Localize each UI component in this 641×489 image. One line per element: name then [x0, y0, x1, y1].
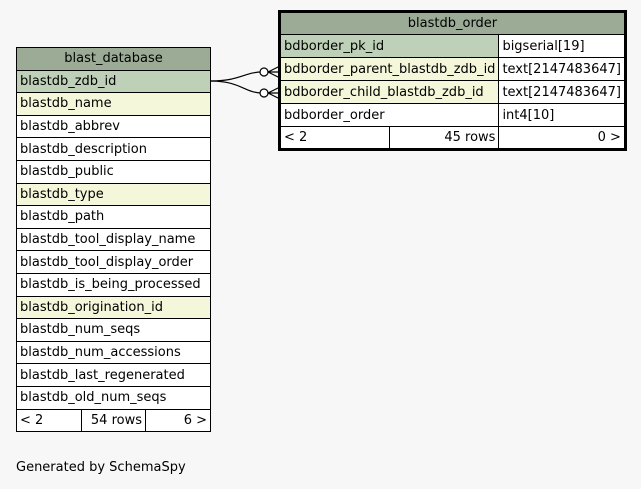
generated-by-label: Generated by SchemaSpy [16, 460, 186, 475]
row-count: 45 rows [389, 126, 500, 150]
table-row[interactable]: blastdb_is_being_processed [16, 272, 211, 297]
column-name[interactable]: blastdb_old_num_seqs [16, 385, 211, 410]
relationship-line-parent [210, 71, 263, 82]
column-name[interactable]: bdborder_child_blastdb_zdb_id [278, 80, 500, 104]
column-name[interactable]: blastdb_public [16, 159, 211, 184]
column-name[interactable]: blastdb_name [16, 92, 211, 116]
table-row[interactable]: blastdb_num_seqs [16, 318, 211, 342]
optional-circle-icon [259, 88, 269, 98]
table-row[interactable]: blastdb_description [16, 137, 211, 161]
column-name[interactable]: blastdb_tool_display_order [16, 250, 211, 274]
row-count: 54 rows [81, 408, 146, 433]
column-type: int4[10] [498, 103, 626, 127]
table-row[interactable]: blastdb_tool_display_name [16, 227, 211, 252]
parents-link[interactable]: < 2 [16, 408, 82, 433]
relationship-line-child [210, 80, 263, 94]
table-row[interactable]: blastdb_origination_id [16, 295, 211, 320]
column-type: text[2147483647] [498, 57, 626, 81]
column-name[interactable]: blastdb_description [16, 137, 211, 161]
children-link[interactable]: 6 > [145, 408, 211, 433]
column-name[interactable]: blastdb_type [16, 182, 211, 207]
table-row[interactable]: blastdb_name [16, 92, 211, 116]
column-name[interactable]: blastdb_tool_display_name [16, 227, 211, 252]
column-name[interactable]: blastdb_last_regenerated [16, 363, 211, 387]
column-name[interactable]: bdborder_parent_blastdb_zdb_id [278, 57, 500, 81]
column-name[interactable]: blastdb_zdb_id [16, 69, 211, 94]
table-row[interactable]: blastdb_public [16, 159, 211, 184]
parents-link[interactable]: < 2 [278, 126, 391, 150]
table-title[interactable]: blast_database [16, 47, 211, 71]
column-name[interactable]: bdborder_pk_id [278, 34, 500, 58]
table-row[interactable]: blastdb_type [16, 182, 211, 207]
table-row[interactable]: blastdb_zdb_id [16, 69, 211, 94]
table-row[interactable]: blastdb_tool_display_order [16, 250, 211, 274]
column-name[interactable]: blastdb_num_seqs [16, 318, 211, 342]
column-type: text[2147483647] [498, 80, 626, 104]
column-name[interactable]: blastdb_is_being_processed [16, 272, 211, 297]
table-row[interactable]: blastdb_num_accessions [16, 340, 211, 365]
column-type: bigserial[19] [498, 34, 626, 58]
table-row[interactable]: blastdb_path [16, 205, 211, 229]
table-title[interactable]: blastdb_order [279, 11, 626, 35]
optional-circle-icon [259, 67, 269, 77]
column-name[interactable]: blastdb_num_accessions [16, 340, 211, 365]
table-row[interactable]: blastdb_last_regenerated [16, 363, 211, 387]
column-name[interactable]: blastdb_origination_id [16, 295, 211, 320]
column-name[interactable]: blastdb_abbrev [16, 114, 211, 139]
column-name[interactable]: blastdb_path [16, 205, 211, 229]
children-link[interactable]: 0 > [498, 126, 626, 150]
column-name[interactable]: bdborder_order [278, 103, 500, 127]
table-row[interactable]: blastdb_old_num_seqs [16, 385, 211, 410]
table-row[interactable]: blastdb_abbrev [16, 114, 211, 139]
